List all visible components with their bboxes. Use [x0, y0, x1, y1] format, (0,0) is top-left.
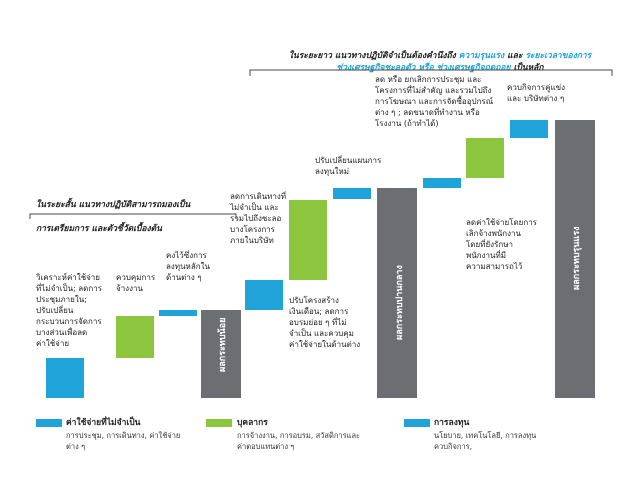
bar-investment-3 — [510, 120, 548, 138]
bar-personnel-2 — [289, 200, 327, 280]
bar-investment-1 — [159, 310, 197, 316]
label-low-impact: ผลกระทบน้อย — [218, 317, 228, 372]
bar-unnecessary-expenses-1 — [46, 358, 84, 398]
bar-personnel-3 — [466, 138, 504, 178]
bar-investment-2 — [333, 188, 371, 199]
bar-personnel-1 — [116, 316, 154, 358]
legend-swatch-personnel — [206, 419, 232, 427]
annotation-layoffs: ลดค่าใช้จ่ายโดยการ เลิกจ้างพนักงาน โดยที… — [466, 218, 537, 271]
legend-desc-investment: นโยบาย, เทคโนโลยี, การลงทุน ควบกิจการ, — [434, 431, 537, 451]
annotation-keep-investment: คงไว้ซึ่งการ ลงทุนหลักใน ด้านต่าง ๆ — [166, 251, 210, 282]
short-term-line-2: การเตรียมการ และตัวชี้วัดเบื้องต้น — [36, 224, 162, 234]
long-term-mid: และ — [504, 51, 526, 61]
bar-moderate-impact — [377, 188, 417, 398]
legend-title-personnel: บุคลากร — [237, 418, 268, 428]
short-term-header: ในระยะสั้น แนวทางปฏิบัติสามารถมองเป็น กา… — [36, 187, 236, 247]
annotation-acquisitions: ควบกิจการคู่แข่ง และ บริษัทต่าง ๆ — [507, 83, 565, 103]
bar-severe-impact — [555, 120, 595, 398]
bar-unnecessary-expenses-3 — [423, 178, 461, 188]
legend-title-investment: การลงทุน — [434, 418, 470, 428]
annotation-cost-analysis: วิเคราะห์ค่าใช้จ่าย ที่ไม่จำเป็น; ลดการ … — [36, 273, 102, 348]
bar-low-impact — [201, 310, 241, 398]
long-term-highlight-2: ระยะเวลาของการ — [525, 51, 592, 61]
annotation-cancel-meetings: ลด หรือ ยกเลิกการประชุม และ โครงการที่ไม… — [375, 75, 494, 128]
bar-unnecessary-expenses-2 — [245, 280, 283, 310]
legend-desc-unnecessary: การประชุม, การเดินทาง, ค่าใช้จ่าย ต่าง ๆ — [66, 431, 181, 451]
long-term-prefix: ในระยะยาว แนวทางปฏิบัติจำเป็นต้องคำนึงถึ… — [288, 51, 459, 61]
annotation-salary-restructure: ปรับโครงสร้าง เงินเดือน; ลดการ อบรมย่อย … — [289, 296, 361, 349]
long-term-highlight-1: ความรุนแรง — [458, 51, 505, 61]
legend-title-unnecessary: ค่าใช้จ่ายที่ไม่จำเป็น — [66, 418, 141, 428]
annotation-reduce-travel: ลดการเดินทางที่ ไม่จำเป็น และ รวมไปถึงชะ… — [230, 192, 287, 245]
long-term-highlight-3: ช่วงเศรษฐกิจชะลอตัว หรือ ช่วงเศรษฐกิจถดถ… — [336, 63, 511, 73]
label-moderate-impact: ผลกระทบปานกลาง — [395, 265, 405, 340]
label-severe-impact: ผลกระทบรุนแรง — [572, 226, 582, 290]
long-term-header: ในระยะยาว แนวทางปฏิบัติจำเป็นต้องคำนึงถึ… — [255, 38, 625, 74]
short-term-line-1: ในระยะสั้น แนวทางปฏิบัติสามารถมองเป็น — [36, 200, 191, 210]
legend-swatch-unnecessary — [36, 419, 62, 427]
annotation-hiring-control: ควบคุมการ จ้างงาน — [116, 273, 156, 293]
annotation-new-investment-plan: ปรับเปลี่ยนแผนการ ลงทุนใหม่ — [315, 156, 382, 176]
legend-desc-personnel: การจ้างงาน, การอบรม, สวัสดิการและ ค่าตอบ… — [237, 431, 361, 451]
legend-swatch-investment — [404, 419, 430, 427]
long-term-suffix: เป็นหลัก — [510, 63, 544, 73]
